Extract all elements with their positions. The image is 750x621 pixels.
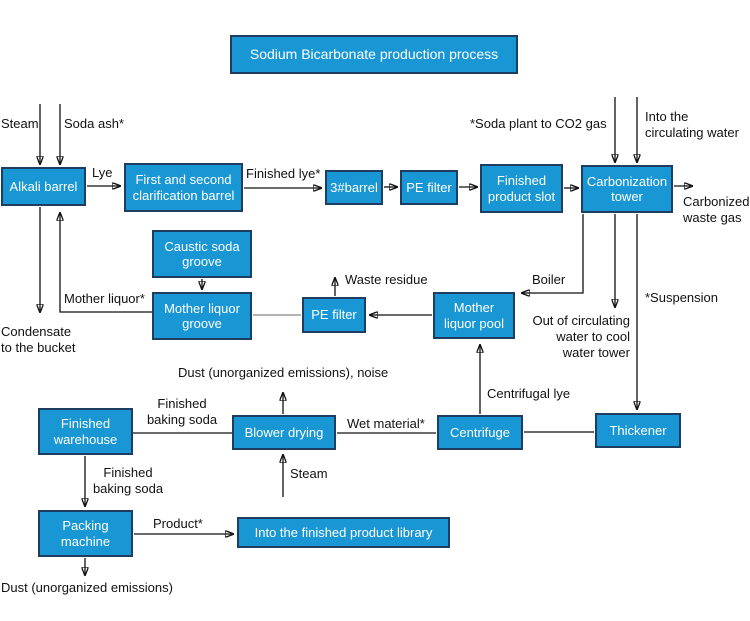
label-waste-residue: Waste residue [345, 272, 428, 287]
label-suspension: *Suspension [645, 290, 718, 305]
label-centrifugal-lye: Centrifugal lye [487, 386, 571, 401]
node-mother-liquor-groove: Mother liquor groove [152, 292, 252, 340]
label-wet-material: Wet material* [347, 416, 425, 431]
label-soda-ash: Soda ash* [64, 116, 124, 131]
node-packing-machine: Packing machine [38, 510, 133, 557]
node-pe-filter-mid: PE filter [302, 297, 366, 333]
label-finished-baking-soda-down: Finished baking soda [92, 465, 164, 496]
label-product: Product* [153, 516, 203, 531]
node-pe-filter-top: PE filter [400, 170, 458, 205]
label-carbonized-waste-gas: Carbonized waste gas [683, 194, 750, 225]
node-thickener: Thickener [595, 413, 681, 448]
label-condensate: Condensate to the bucket [1, 324, 76, 355]
label-mother-liquor: Mother liquor* [64, 291, 145, 306]
node-centrifuge: Centrifuge [437, 415, 523, 450]
label-dust-noise: Dust (unorganized emissions), noise [178, 365, 389, 380]
node-finished-product-slot: Finished product slot [480, 164, 563, 213]
label-steam-top: Steam [1, 116, 39, 131]
diagram-title: Sodium Bicarbonate production process [230, 35, 518, 74]
label-lye: Lye [92, 165, 113, 180]
label-finished-baking-soda-right: Finished baking soda [146, 396, 218, 427]
node-alkali-barrel: Alkali barrel [1, 167, 86, 206]
label-finished-lye: Finished lye* [246, 166, 321, 181]
node-product-library: Into the finished product library [237, 517, 450, 548]
node-blower-drying: Blower drying [232, 415, 336, 450]
label-out-of-circulating: Out of circulating water to cool water t… [532, 313, 630, 360]
label-steam-bottom: Steam [290, 466, 328, 481]
node-mother-liquor-pool: Mother liquor pool [433, 292, 515, 339]
node-caustic-soda-groove: Caustic soda groove [152, 230, 252, 278]
node-clarification-barrel: First and second clarification barrel [124, 163, 243, 212]
node-carbonization-tower: Carbonization tower [581, 165, 673, 213]
label-into-circulating-water: Into the circulating water [645, 109, 739, 140]
label-soda-plant-co2: *Soda plant to CO2 gas [470, 116, 607, 131]
label-boiler: Boiler [532, 272, 566, 287]
node-finished-warehouse: Finished warehouse [38, 408, 133, 455]
node-3-barrel: 3#barrel [325, 170, 383, 205]
label-dust-bottom: Dust (unorganized emissions) [1, 580, 173, 595]
